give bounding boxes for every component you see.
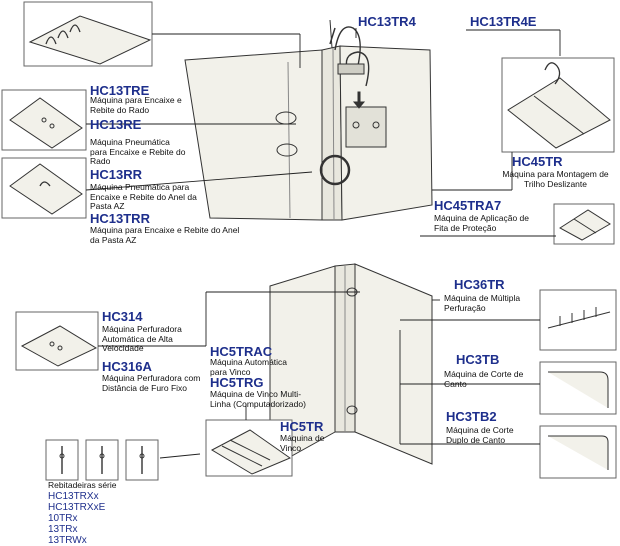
label-hc3tb2: HC3TB2 [446, 409, 497, 424]
riveter-series-images [45, 439, 159, 481]
desc-hc3tb2: Máquina de Corte Duplo de Canto [446, 425, 514, 445]
riveter-series-list: Rebitadeiras série HC13TRXx HC13TRXxE 10… [48, 480, 117, 546]
riveter-series-item: 10TRx [48, 513, 78, 524]
panel-hc13re-image [1, 89, 87, 151]
riveter-series-header: Rebitadeiras série [48, 480, 117, 490]
label-hc13trr: HC13TRR [90, 211, 150, 226]
desc-hc314: Máquina Perfuradora Automática de Alta V… [102, 324, 182, 354]
label-hc3tb: HC3TB [456, 352, 500, 367]
panel-hc314-image [15, 311, 99, 371]
desc-hc45tra7: Máquina de Aplicação de Fita de Proteção [434, 213, 529, 233]
desc-hc13rr: Máquina Pneumática para Encaixe e Rebite… [90, 182, 197, 212]
riveter-series-item: HC13TRXxE [48, 502, 106, 513]
desc-hc45tr: Máquina para Montagem de Trilho Deslizan… [502, 169, 609, 189]
desc-hc5trg: Máquina de Vinco Multi-Linha (Computador… [210, 389, 306, 409]
label-hc45tra7: HC45TRA7 [434, 198, 502, 213]
panel-hc13tre-image [23, 1, 153, 67]
panel-hc5tr-image [205, 419, 293, 477]
label-hc13tre: HC13TRE [90, 83, 150, 98]
desc-hc13re: Máquina Pneumática para Encaixe e Rebite… [90, 137, 186, 167]
label-hc314: HC314 [102, 309, 143, 324]
label-hc316a: HC316A [102, 359, 152, 374]
label-hc5trac: HC5TRAC [210, 344, 273, 359]
riveter-series-item: 13TRx [48, 524, 78, 535]
desc-hc316a: Máquina Perfuradora com Distância de Fur… [102, 373, 201, 393]
riveter-series-item: 13TRWx [48, 535, 87, 546]
desc-hc13trr: Máquina para Encaixe e Rebite do Anel da… [90, 225, 240, 245]
panel-hc3tb-image [539, 361, 617, 415]
label-hc5tr: HC5TR [280, 419, 324, 434]
desc-hc13tre: Máquina para Encaixe e Rebite do Rado [90, 95, 182, 115]
riveter-series-item: HC13TRXx [48, 491, 99, 502]
label-hc13rr: HC13RR [90, 167, 143, 182]
panel-hc45tr-image [501, 57, 615, 153]
leader-lines [85, 28, 561, 459]
label-hc36tr: HC36TR [454, 277, 505, 292]
desc-hc5trac: Máquina Automática para Vinco [210, 357, 288, 377]
panel-hc45tra7-image [553, 203, 615, 245]
bottom-binder [269, 263, 433, 469]
top-binder [184, 19, 433, 221]
panel-hc13rr-image [1, 157, 87, 219]
panel-hc3tb2-image [539, 425, 617, 479]
label-hc13tr4e: HC13TR4E [470, 14, 537, 29]
label-hc45tr: HC45TR [512, 154, 563, 169]
desc-hc5tr: Máquina de Vinco [280, 433, 325, 453]
label-hc13tr4: HC13TR4 [358, 14, 416, 29]
label-hc5trg: HC5TRG [210, 375, 264, 390]
desc-hc3tb: Máquina de Corte de Canto [444, 369, 524, 389]
desc-hc36tr: Máquina de Múltipla Perfuração [444, 293, 521, 313]
panel-hc36tr-image [539, 289, 617, 351]
label-hc13re: HC13RE [90, 117, 142, 132]
